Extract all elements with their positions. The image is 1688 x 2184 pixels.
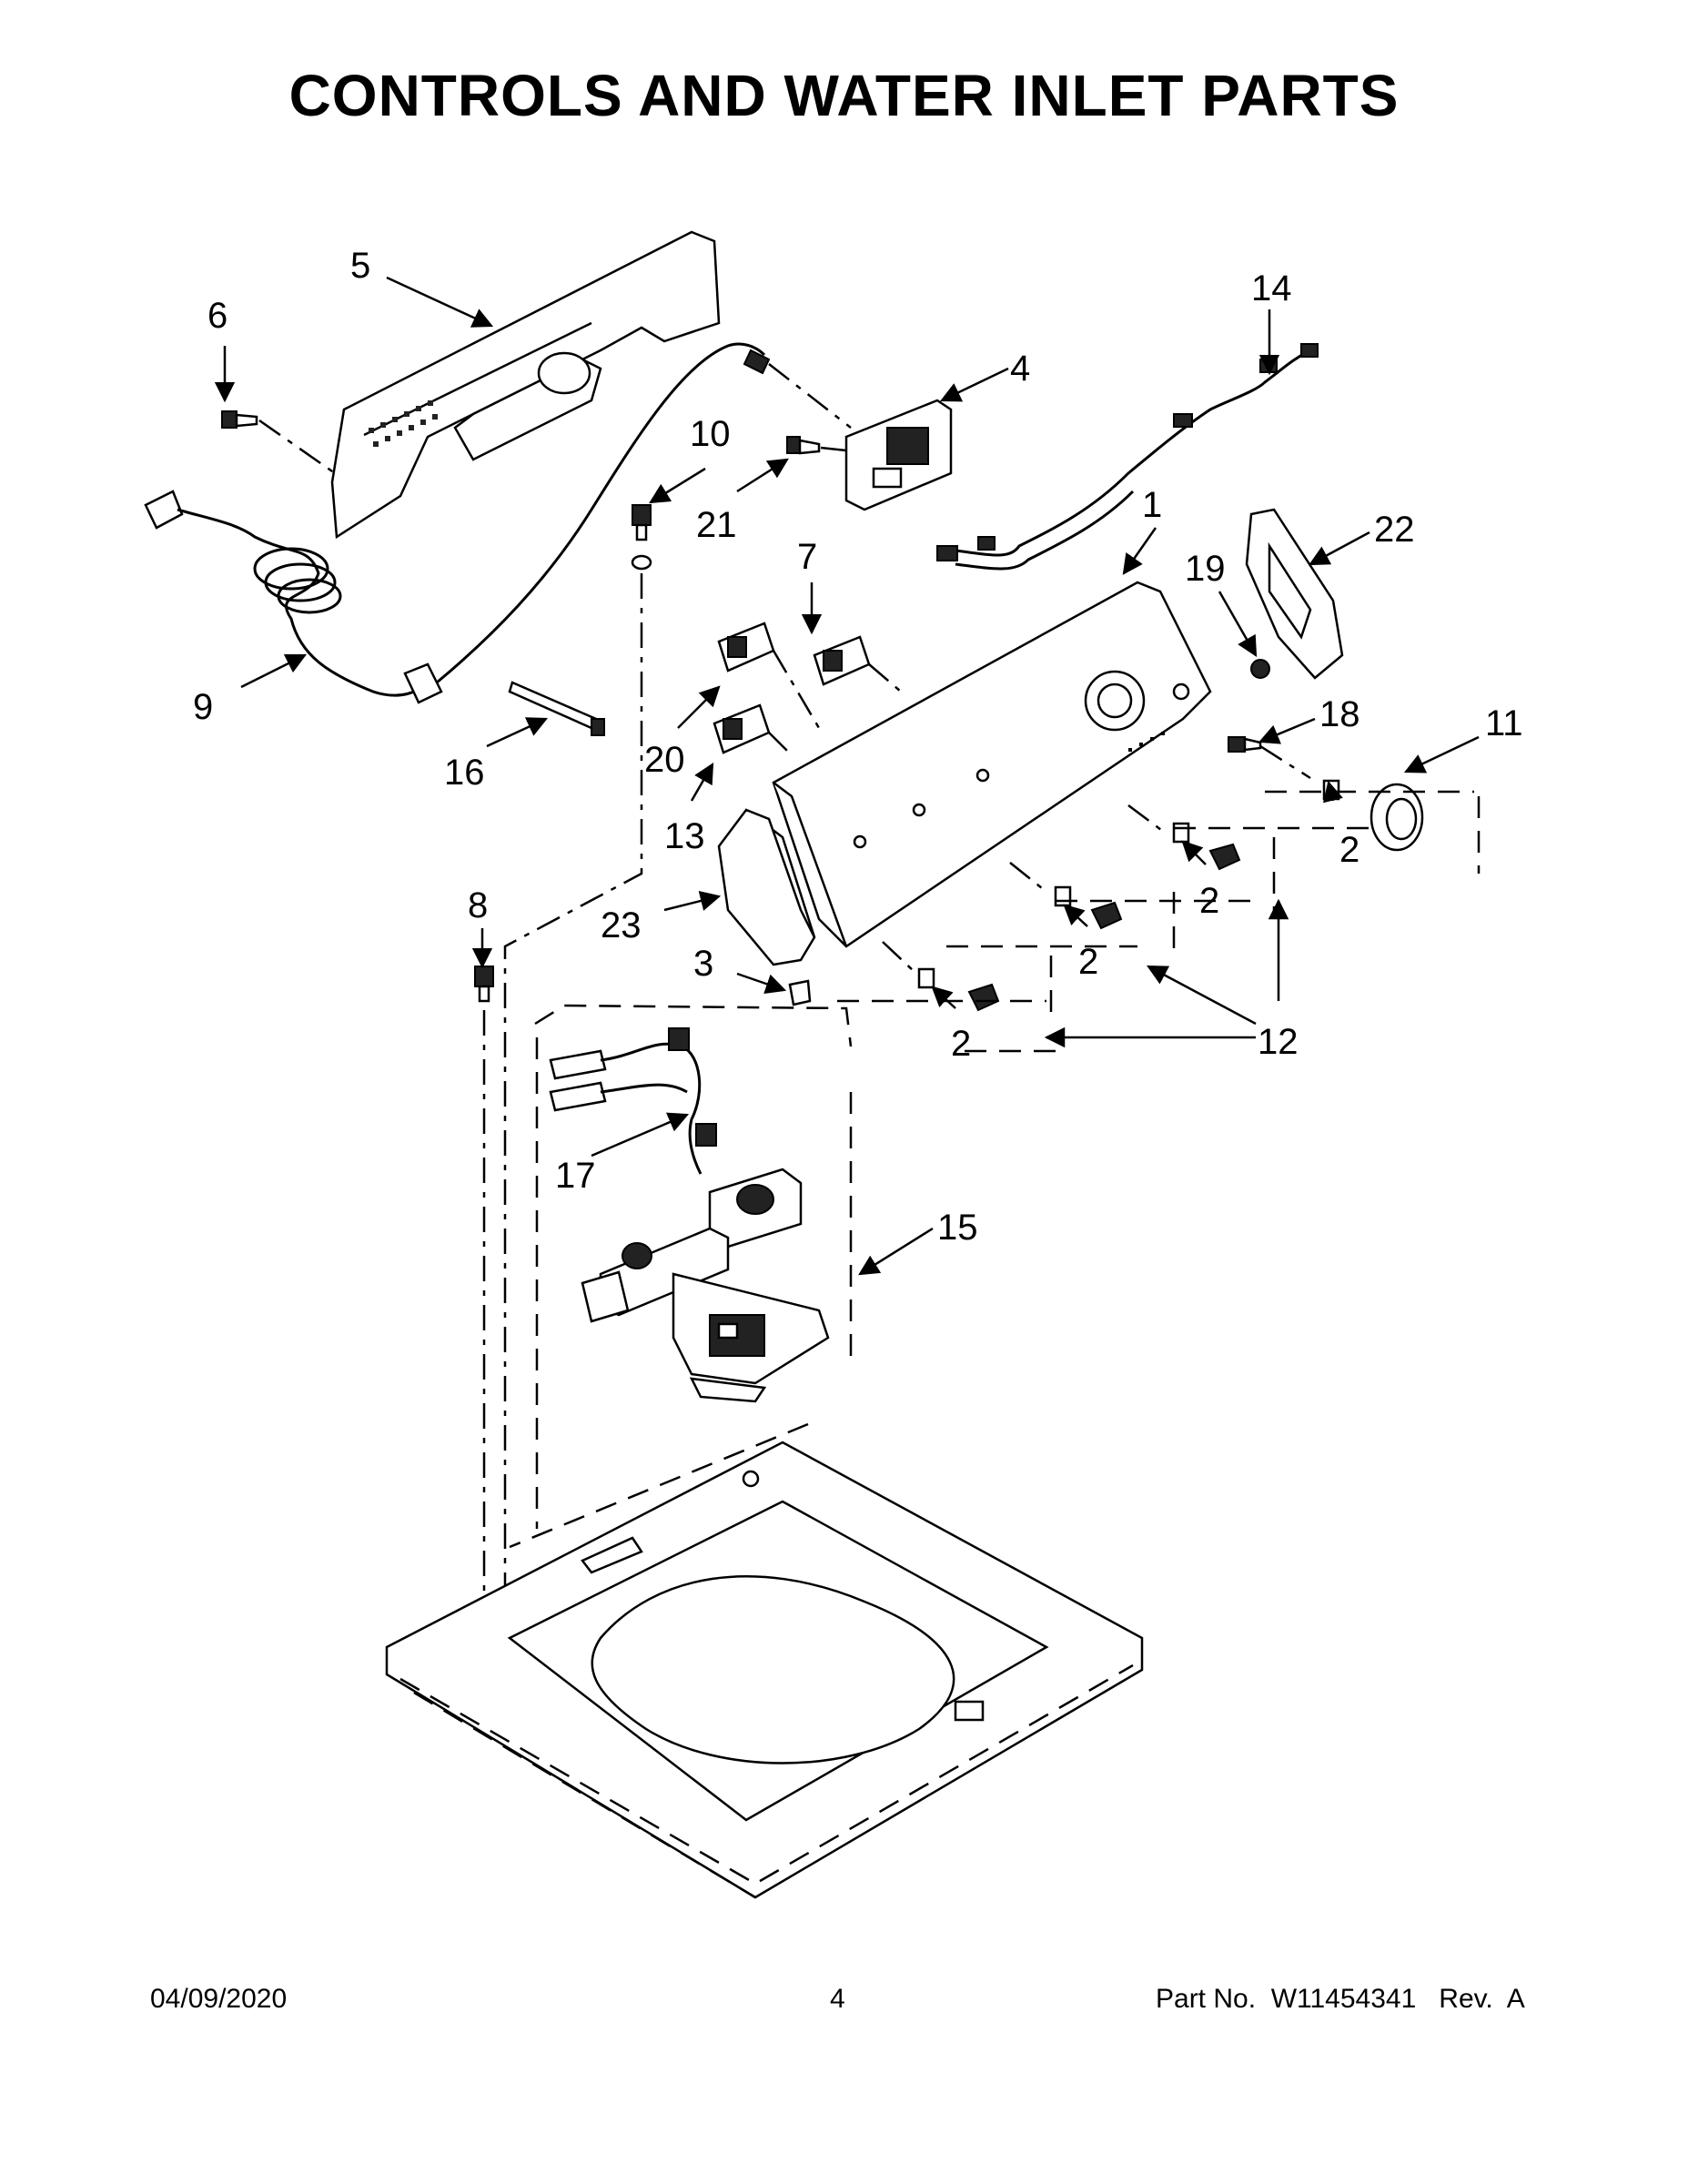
- footer-part-number: Part No. W11454341 Rev. A: [1156, 1984, 1525, 2014]
- end-cap-part-22: [1245, 508, 1344, 680]
- screw-part-6: [221, 410, 258, 429]
- callout-19: 19: [1185, 549, 1226, 589]
- assembly-line: [1259, 744, 1311, 780]
- switch-part-20: [717, 622, 775, 672]
- screw-part-18: [1228, 736, 1262, 753]
- valve-harness-part-17: [549, 1027, 717, 1175]
- footer-page-number: 4: [830, 1984, 845, 2014]
- callout-13: 13: [664, 816, 705, 856]
- callout-7: 7: [797, 537, 817, 577]
- switch-part-13: [713, 703, 771, 754]
- knob-part-11: [1370, 783, 1424, 852]
- callout-20: 20: [644, 740, 685, 780]
- callout-18: 18: [1319, 694, 1360, 734]
- callout-15: 15: [937, 1208, 978, 1248]
- callout-23: 23: [601, 905, 642, 945]
- console-back-panel: [330, 230, 721, 540]
- clip-part-3: [788, 979, 812, 1006]
- callout-labels: 1 2 2 2 2 2 3 4 5 6 7 8 9 10 11 12 13 14…: [193, 246, 1523, 1248]
- assembly-line: [882, 941, 915, 973]
- console-part-1: [772, 581, 1212, 948]
- callout-22: 22: [1374, 510, 1415, 550]
- control-board-part-4: [844, 399, 953, 511]
- plug-part-19: [1250, 659, 1270, 679]
- callout-3: 3: [693, 944, 713, 984]
- callout-9: 9: [193, 687, 213, 727]
- assembly-line: [1127, 804, 1166, 834]
- callout-2: 2: [1199, 881, 1219, 921]
- switch-part-7: [813, 635, 871, 686]
- assembly-line: [768, 363, 852, 429]
- callout-1: 1: [1142, 485, 1162, 525]
- callout-12: 12: [1258, 1022, 1299, 1062]
- assembly-line: [772, 650, 821, 729]
- callout-4: 4: [1010, 349, 1030, 389]
- callout-8: 8: [468, 885, 488, 925]
- assembly-line: [258, 419, 336, 475]
- power-cord: [144, 342, 771, 704]
- callout-2: 2: [951, 1024, 971, 1064]
- knob-group-part-12: [837, 790, 1481, 1053]
- assembly-line: [1009, 862, 1047, 893]
- tie-strap-part-16: [508, 681, 605, 736]
- assembly-line: [768, 732, 793, 756]
- screw-part-21: [786, 436, 821, 455]
- footer-date: 04/09/2020: [150, 1984, 288, 2014]
- callout-11: 11: [1485, 703, 1523, 743]
- page-title: CONTROLS AND WATER INLET PARTS: [288, 63, 1400, 128]
- callout-16: 16: [444, 753, 485, 793]
- water-inlet-valve-part-15: [581, 1168, 830, 1403]
- assembly-line: [503, 573, 643, 1629]
- callout-17: 17: [555, 1156, 596, 1196]
- ground-screw-part-10: [631, 504, 652, 571]
- side-cap-part-23: [717, 808, 816, 966]
- callout-5: 5: [350, 246, 370, 286]
- callout-2: 2: [1339, 830, 1359, 870]
- callout-2: 2: [1078, 942, 1098, 982]
- callout-14: 14: [1251, 268, 1292, 308]
- callout-10: 10: [690, 414, 731, 454]
- callout-21: 21: [696, 505, 737, 545]
- callout-leaders: [214, 276, 1480, 1276]
- assembly-line: [868, 663, 902, 693]
- washer-top-panel: [385, 1441, 1144, 1899]
- inlet-valve-outline: [509, 1004, 853, 1549]
- assembly-line: [820, 446, 847, 452]
- callout-6: 6: [207, 296, 227, 336]
- screw-part-8: [474, 966, 494, 1003]
